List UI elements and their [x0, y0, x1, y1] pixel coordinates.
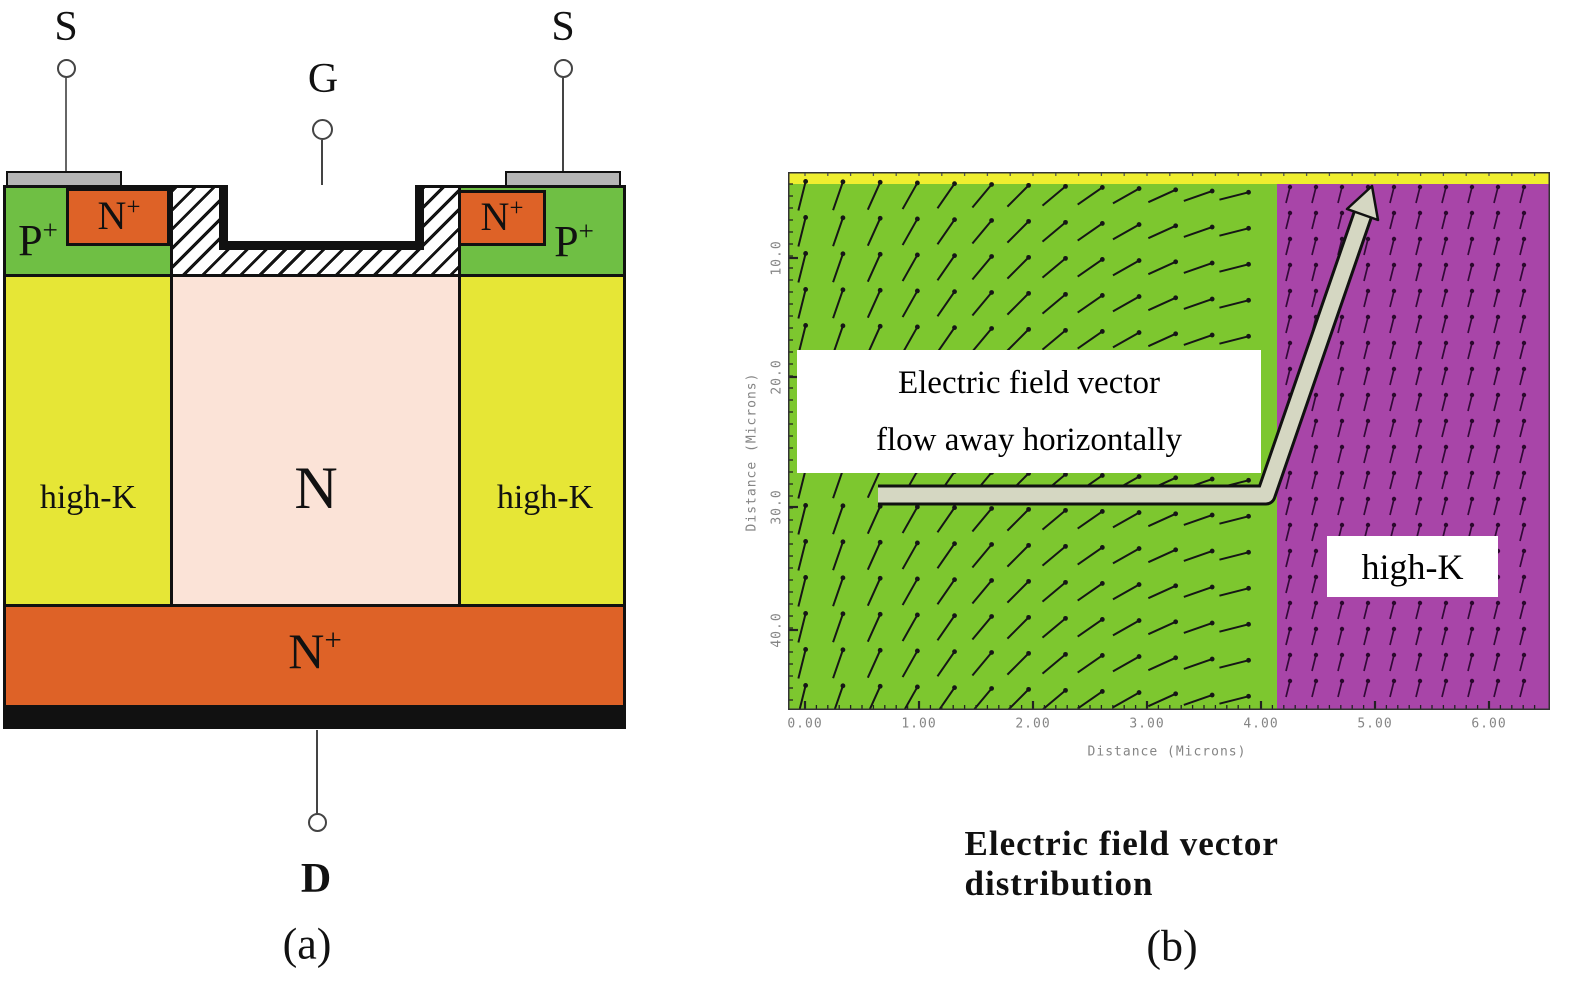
x-tick-label: 0.00 [787, 716, 823, 732]
drain-terminal [308, 813, 327, 832]
source-left-wire [65, 78, 67, 174]
gate-electrode-bottom [219, 241, 424, 250]
high-k-region-label: high-K [1361, 546, 1464, 587]
source-right-terminal [554, 59, 573, 78]
high-k-region-box: high-K [1327, 536, 1498, 597]
x-tick-label: 6.00 [1471, 716, 1507, 732]
panel-a-caption: (a) [282, 919, 332, 969]
n-plus-left-label: N+ [97, 193, 141, 239]
gate-trench-interior [228, 185, 415, 241]
flow-arrow [878, 184, 1380, 506]
y-tick-label: 20.0 [769, 359, 785, 395]
n-drift-label: N [294, 455, 338, 521]
panel-b-title: Electric field vector distribution [964, 824, 1279, 903]
drain-contact-bar [3, 706, 626, 729]
y-tick-label: 30.0 [769, 489, 785, 525]
x-tick-label: 5.00 [1357, 716, 1393, 732]
high-k-pillar-right [458, 274, 626, 607]
n-plus-right-label: N+ [480, 194, 524, 240]
drain-wire [316, 730, 318, 814]
annotation-box: Electric field vector flow away horizont… [797, 350, 1261, 473]
y-axis-label: Distance (Microns) [744, 372, 760, 532]
high-k-pillar-left [3, 274, 173, 607]
gate-electrode-left [219, 188, 228, 250]
source-right-label: S [551, 4, 575, 50]
x-tick-label: 1.00 [901, 716, 937, 732]
y-tick-label: 40.0 [769, 612, 785, 648]
source-left-terminal [57, 59, 76, 78]
p-plus-left-label: P+ [18, 215, 58, 265]
n-drift-region [170, 274, 461, 607]
high-k-left-label: high-K [39, 479, 137, 516]
gate-terminal [312, 119, 333, 140]
p-plus-right-label: P+ [554, 216, 594, 266]
n-plus-well-right [458, 190, 546, 246]
annotation-line-1: Electric field vector [897, 364, 1161, 401]
gate-label: G [307, 56, 339, 102]
x-tick-label: 4.00 [1243, 716, 1279, 732]
n-plus-well-left [66, 188, 170, 246]
source-right-wire [562, 78, 564, 174]
x-tick-label: 3.00 [1129, 716, 1165, 732]
source-left-label: S [54, 4, 78, 50]
gate-electrode-right [415, 188, 424, 250]
n-plus-substrate-label: N+ [288, 622, 342, 679]
drain-label: D [300, 856, 332, 902]
n-plus-substrate [3, 604, 626, 708]
x-tick-label: 2.00 [1015, 716, 1051, 732]
x-axis-label: Distance (Microns) [1087, 744, 1247, 760]
panel-b-caption: (b) [1146, 921, 1198, 971]
annotation-line-2: flow away horizontally [875, 421, 1183, 458]
y-tick-label: 10.0 [769, 240, 785, 276]
high-k-right-label: high-K [496, 479, 594, 516]
